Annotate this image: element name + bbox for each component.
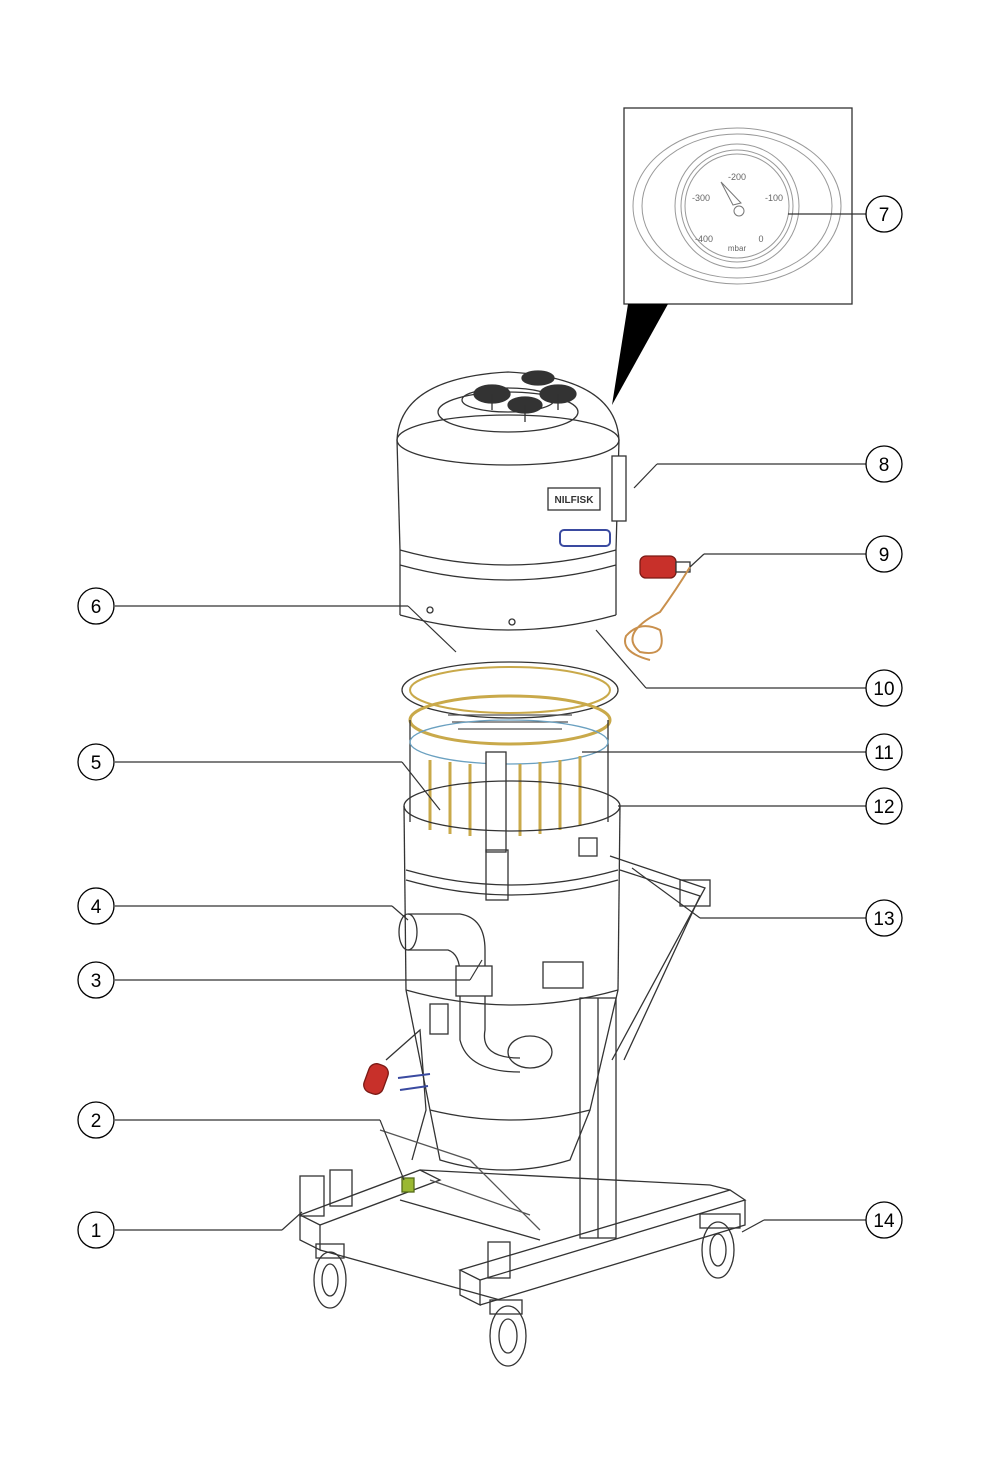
gauge-tick-label: -200 [728,172,746,182]
gauge-needle [720,181,742,206]
callout-12-label: 12 [873,797,894,818]
callout-3 [77,961,115,999]
tilt-lever [363,1003,449,1161]
callout-9-label: 9 [879,545,890,566]
detail-pointer [612,304,668,405]
filter-ring [401,661,619,746]
callout-4 [77,887,115,925]
gauge-tick-label: -300 [692,193,710,203]
callout-8 [865,445,903,483]
gauge-tick-label: -400 [695,234,713,244]
callout-10-label: 10 [873,679,894,700]
gauge-tick-label: 0 [758,234,763,244]
callout-7-label: 7 [879,205,890,226]
callout-6-label: 6 [91,597,102,618]
caster-wheel [699,1213,741,1279]
caster-wheel [489,1299,527,1367]
callout-11 [865,733,903,771]
nameplate-text: NILFISK [555,495,595,506]
callout-8-label: 8 [879,455,890,476]
head-handle [559,529,611,547]
nameplate [547,487,601,511]
callout-3-label: 3 [91,971,102,992]
callout-4-label: 4 [91,897,102,918]
support-strut [579,855,711,1239]
leader-lines [115,213,866,1233]
base-frame [298,1129,747,1307]
dust-container [403,780,621,1171]
inlet-pipe [398,913,553,1073]
callout-5-label: 5 [91,753,102,774]
power-plug [624,555,691,661]
motor-switch [611,455,627,522]
callout-9 [865,535,903,573]
callout-5 [77,743,115,781]
caster-wheel [313,1243,347,1309]
callout-10 [865,669,903,707]
callout-13 [865,899,903,937]
callout-2-label: 2 [91,1111,102,1132]
callout-14-label: 14 [873,1211,895,1232]
callout-12 [865,787,903,825]
callout-7 [865,195,903,233]
gauge-unit-label: mbar [728,244,747,253]
callout-6 [77,587,115,625]
callout-14 [865,1201,903,1239]
gauge-tick-label: -100 [765,193,783,203]
callout-1 [77,1211,115,1249]
filter-cartridge [409,719,609,853]
callout-2 [77,1101,115,1139]
motor-head [396,370,627,631]
callout-11-label: 11 [874,743,894,764]
vacuum-gauge [632,127,842,285]
callout-1-label: 1 [91,1221,102,1242]
callout-13-label: 13 [873,909,894,930]
